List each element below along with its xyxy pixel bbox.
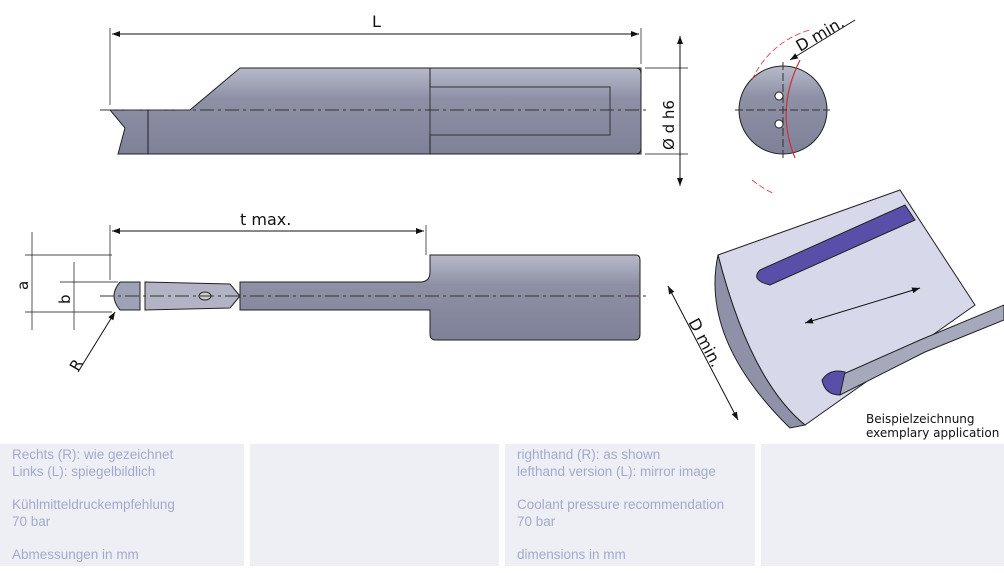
dim-b-label: b <box>56 294 74 304</box>
hand-left-text: Links (L): spiegelbildlich <box>12 464 156 479</box>
tool-end-view: D min. <box>735 13 856 195</box>
tool-side-view: L Ø d h6 <box>100 12 688 186</box>
caption-en: exemplary application <box>866 426 999 440</box>
hand-right-text: righthand (R): as shown <box>517 447 661 462</box>
units-text: dimensions in mm <box>517 547 626 562</box>
dim-Dmin-top-label: D min. <box>793 13 848 56</box>
dim-tmax-label: t max. <box>240 210 291 229</box>
dim-d-label: Ø d h6 <box>660 100 678 150</box>
dim-L-label: L <box>372 12 381 31</box>
application-illustration: D min. Beispielzeichnung exemplary appli… <box>667 189 1004 440</box>
coolant-value: 70 bar <box>517 514 556 529</box>
hand-left-text: lefthand version (L): mirror image <box>517 464 716 479</box>
tool-top-view: t max. a b R <box>14 210 650 374</box>
info-panel-german: Rechts (R): wie gezeichnet Links (L): sp… <box>0 444 244 566</box>
info-panel-empty-1 <box>250 444 499 566</box>
units-text: Abmessungen in mm <box>12 547 139 562</box>
technical-drawing: L Ø d h6 D min. t max. a b <box>14 12 1004 440</box>
hand-right-text: Rechts (R): wie gezeichnet <box>12 447 174 462</box>
info-panel-empty-2 <box>761 444 1004 566</box>
caption-de: Beispielzeichnung <box>866 412 975 426</box>
coolant-value: 70 bar <box>12 514 51 529</box>
info-panel-english: righthand (R): as shown lefthand version… <box>505 444 755 566</box>
dim-Dmin-iso-label: D min. <box>684 315 726 370</box>
dim-a-label: a <box>14 281 32 290</box>
dim-R-label: R <box>66 356 87 374</box>
coolant-label: Kühlmitteldruckempfehlung <box>12 497 175 512</box>
coolant-label: Coolant pressure recommendation <box>517 497 725 512</box>
